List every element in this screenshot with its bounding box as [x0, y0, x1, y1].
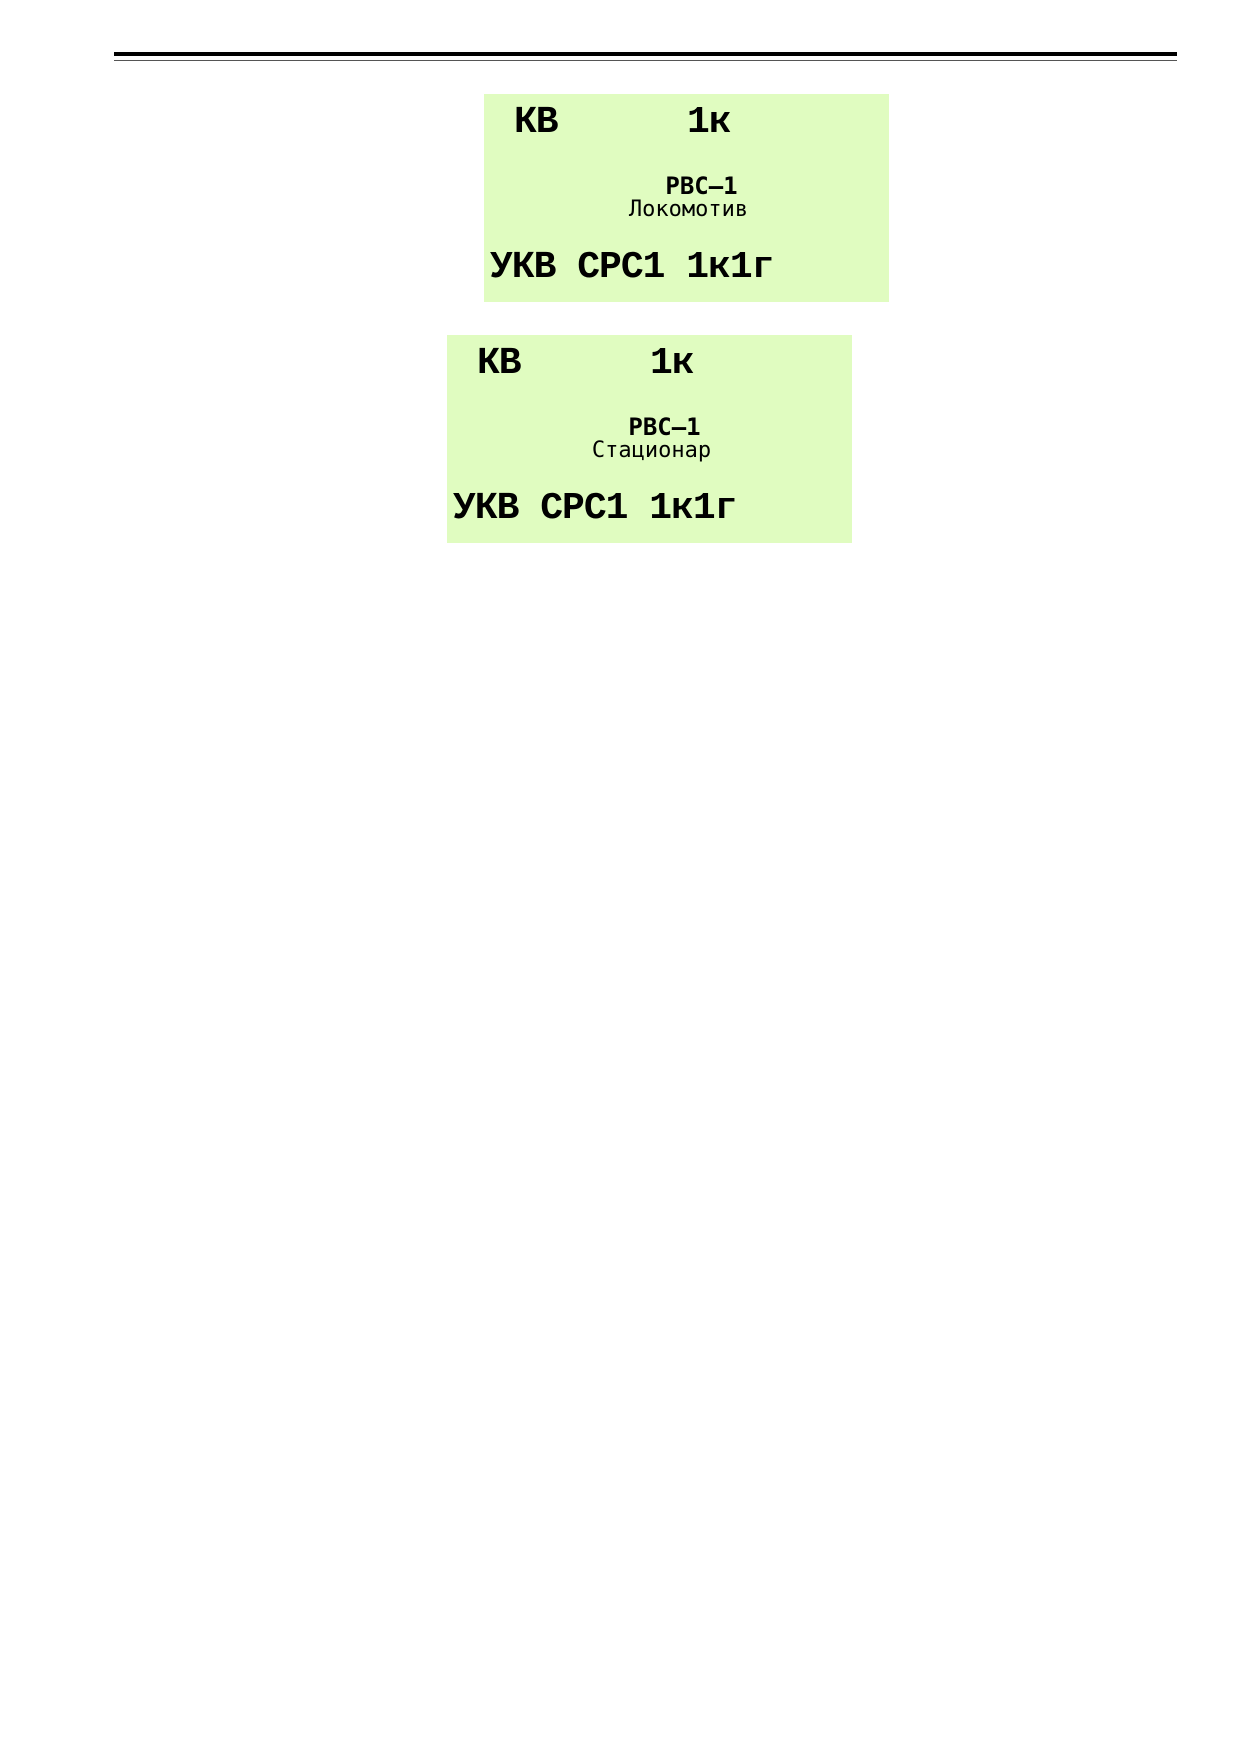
- lcd-display-stationary: КВ 1к РВС—1 Стационар УКВ СРС1 1к1г: [447, 335, 852, 543]
- status-line: УКВ СРС1 1к1г: [453, 487, 737, 530]
- band-label: КВ: [514, 101, 559, 144]
- channel-label: 1к: [650, 342, 695, 385]
- device-mode: Локомотив: [628, 197, 749, 222]
- band-label: КВ: [477, 342, 522, 385]
- device-title: РВС—1: [665, 172, 738, 200]
- status-line: УКВ СРС1 1к1г: [490, 246, 774, 289]
- device-mode: Стационар: [591, 438, 712, 463]
- device-title: РВС—1: [628, 413, 701, 441]
- header-rule-thick: [114, 52, 1177, 56]
- header-rule-thin: [114, 60, 1177, 61]
- lcd-display-locomotive: КВ 1к РВС—1 Локомотив УКВ СРС1 1к1г: [484, 94, 889, 302]
- channel-label: 1к: [687, 101, 732, 144]
